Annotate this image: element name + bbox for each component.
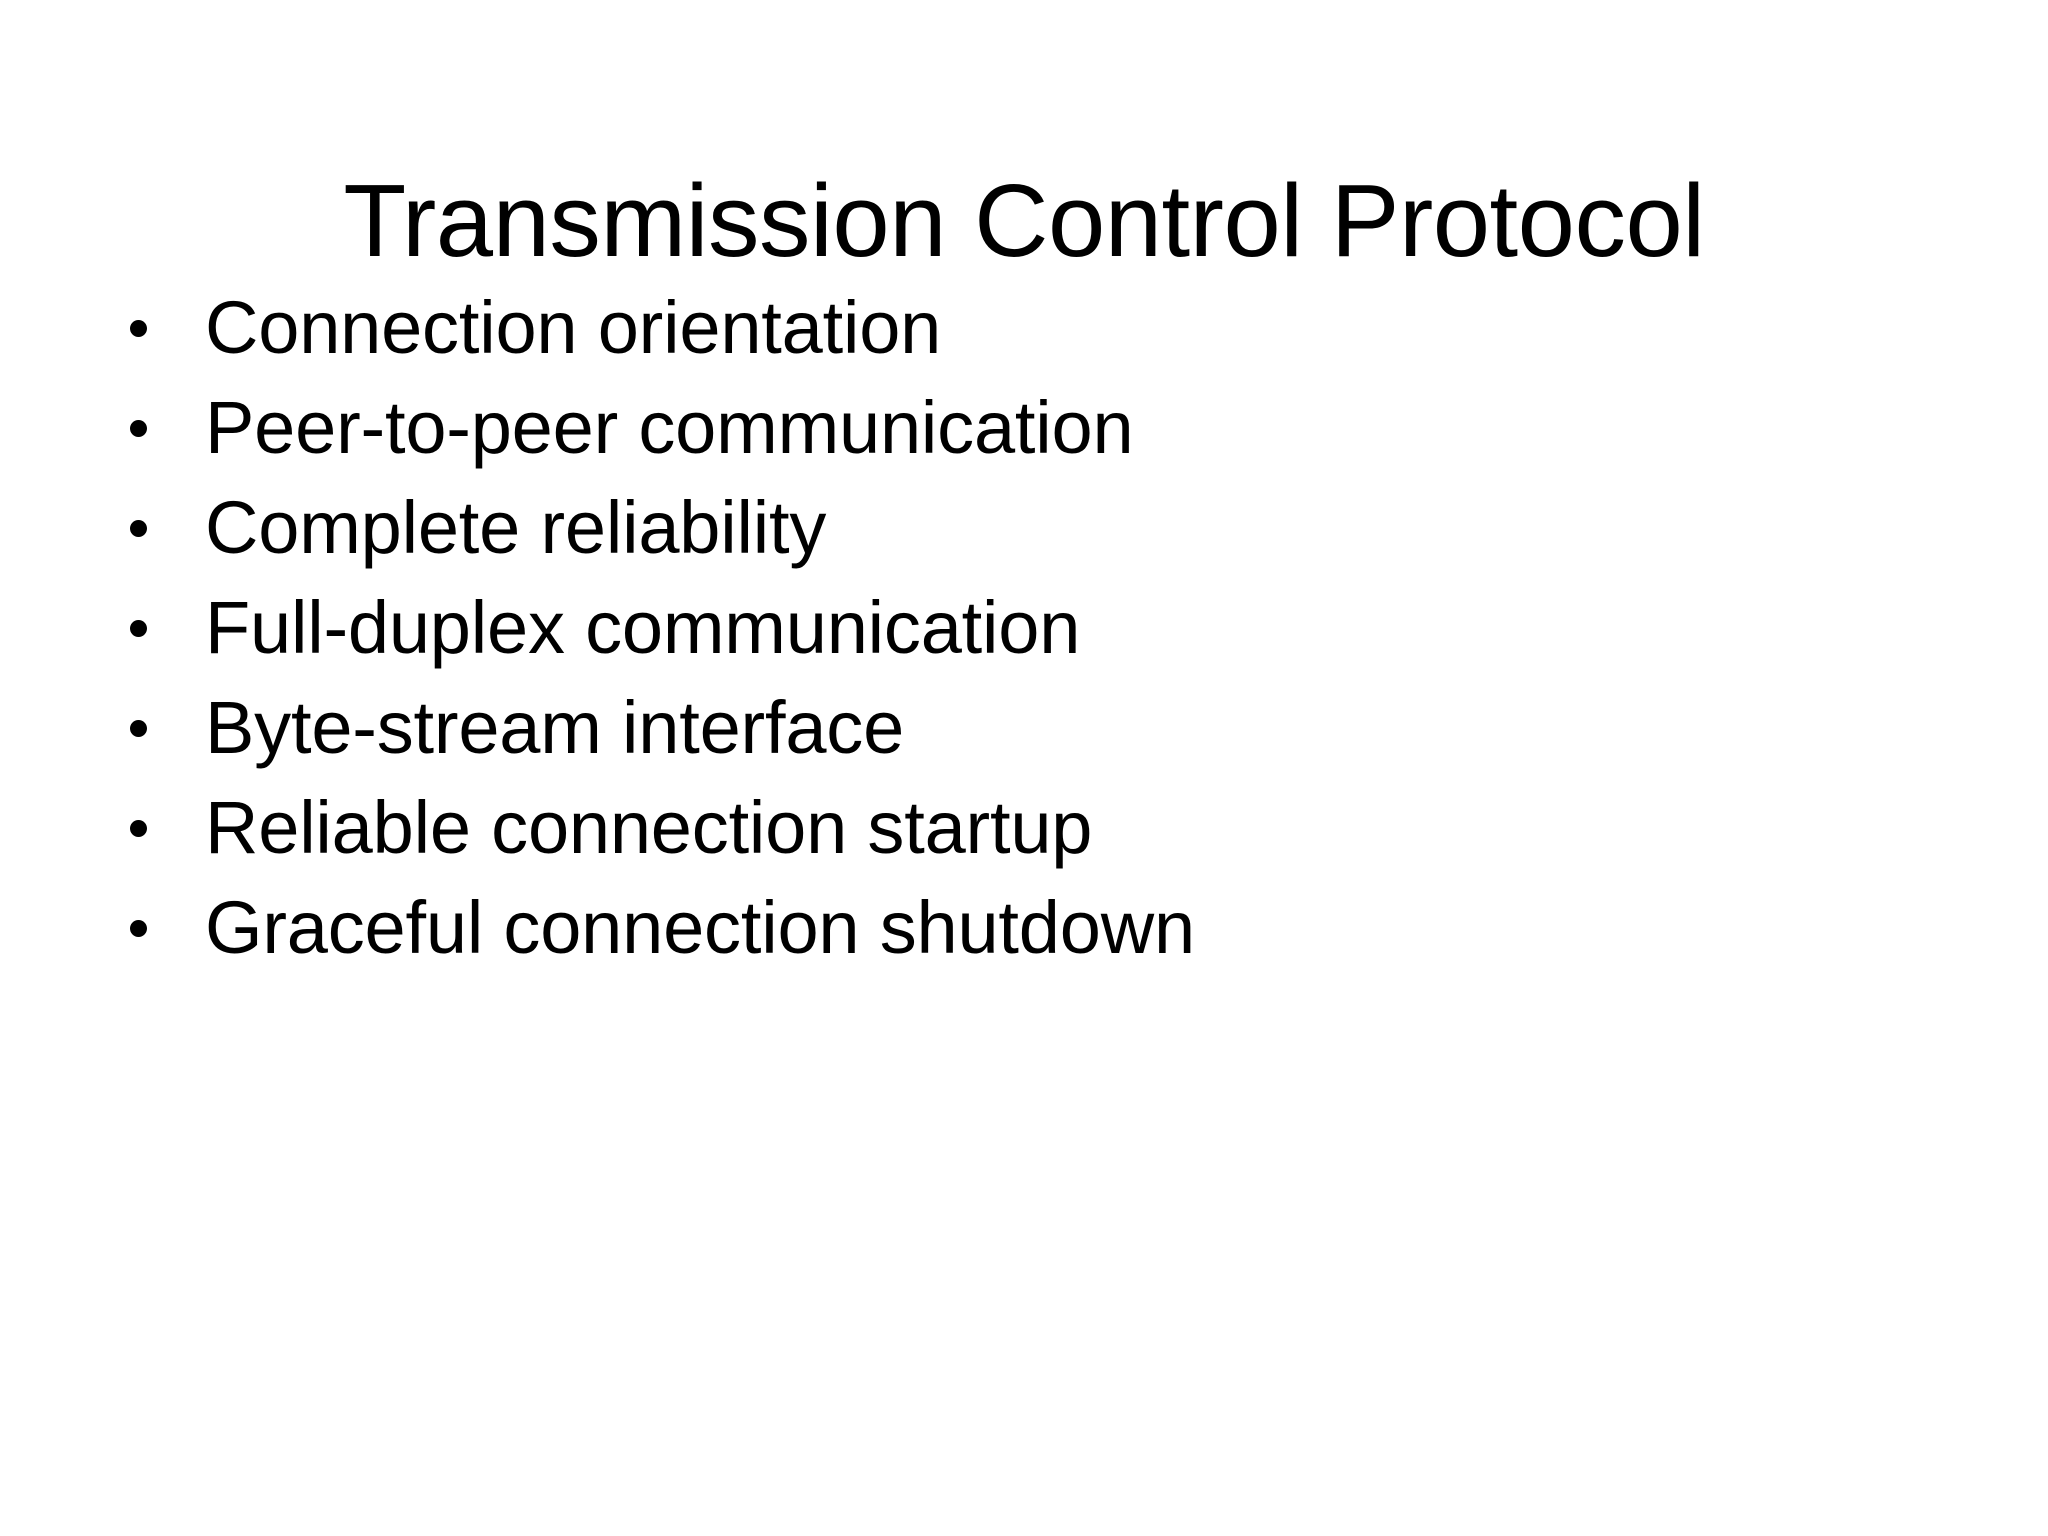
list-item: Peer-to-peer communication [120, 378, 2000, 478]
list-item: Full-duplex communication [120, 578, 2000, 678]
list-item: Connection orientation [120, 278, 2000, 378]
list-item: Reliable connection startup [120, 778, 2000, 878]
bullet-point-icon [130, 820, 147, 837]
list-item: Byte-stream interface [120, 678, 2000, 778]
bullet-point-icon [130, 920, 147, 937]
bullet-point-icon [130, 420, 147, 437]
list-item-label: Full-duplex communication [205, 586, 1081, 669]
list-item: Complete reliability [120, 478, 2000, 578]
list-item-label: Connection orientation [205, 286, 942, 369]
bullet-point-icon [130, 520, 147, 537]
bullet-point-icon [130, 320, 147, 337]
list-item: Graceful connection shutdown [120, 878, 2000, 978]
list-item-label: Graceful connection shutdown [205, 886, 1195, 969]
bullet-point-icon [130, 620, 147, 637]
list-item-label: Complete reliability [205, 486, 827, 569]
list-item-label: Byte-stream interface [205, 686, 905, 769]
page-title: Transmission Control Protocol [343, 163, 1705, 278]
bullet-point-icon [130, 720, 147, 737]
bullet-list: Connection orientation Peer-to-peer comm… [120, 278, 2000, 978]
list-item-label: Peer-to-peer communication [205, 386, 1134, 469]
list-item-label: Reliable connection startup [205, 786, 1093, 869]
